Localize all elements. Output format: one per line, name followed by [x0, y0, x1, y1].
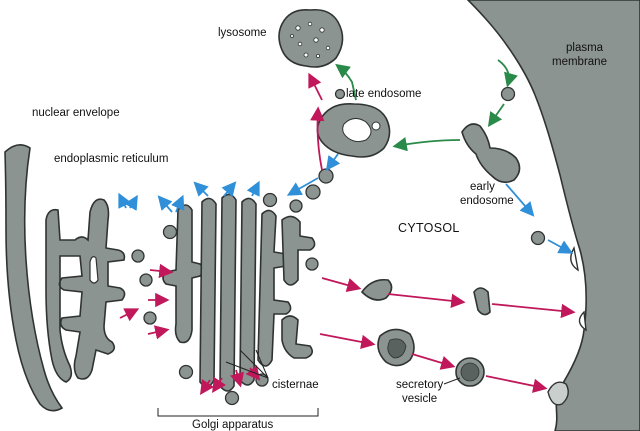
- label-golgi-apparatus: Golgi apparatus: [192, 419, 273, 431]
- nuclear-envelope-shape: [4, 144, 64, 412]
- label-early-endosome-line1: early: [470, 181, 495, 193]
- cisternae-leader: [225, 361, 269, 379]
- endocytic-arrows: [335, 59, 518, 152]
- label-cytosol: CYTOSOL: [398, 221, 460, 235]
- lysosome-shape: [278, 8, 344, 68]
- secretory-granule-core: [387, 338, 407, 359]
- secretory-vesicle-leader: [443, 377, 461, 385]
- er-lumen: [89, 256, 99, 284]
- exocytosis-site: [547, 381, 569, 406]
- label-nuclear-envelope: nuclear envelope: [32, 107, 120, 119]
- er-vesicle: [139, 273, 153, 287]
- cisternae-leader: [239, 349, 269, 379]
- er-vesicle: [131, 249, 145, 263]
- transport-vesicle: [360, 278, 393, 301]
- golgi-vesicle: [289, 199, 303, 213]
- transport-vesicle: [473, 287, 491, 316]
- label-secretory-vesicle-line2: vesicle: [402, 393, 437, 405]
- lysosome-contents: [290, 21, 331, 59]
- endoplasmic-reticulum-shape: [45, 198, 126, 383]
- golgi-stack: [162, 193, 316, 392]
- endocytic-vesicle: [500, 86, 516, 102]
- recycling-arrows: [118, 153, 574, 254]
- golgi-vesicle: [224, 390, 240, 406]
- golgi-vesicle: [178, 364, 194, 380]
- late-endosome-vesicle: [334, 88, 346, 100]
- label-plasma-membrane-line1: plasma: [566, 42, 604, 54]
- golgi-bracket: [157, 408, 319, 417]
- endocytic-vesicle: [530, 230, 546, 246]
- label-secretory-vesicle-line1: secretory: [396, 379, 444, 391]
- golgi-vesicle: [305, 184, 321, 200]
- golgi-vesicle: [262, 192, 278, 208]
- label-endoplasmic-reticulum: endoplasmic reticulum: [54, 153, 168, 165]
- er-vesicle: [143, 311, 157, 325]
- label-lysosome: lysosome: [218, 27, 267, 39]
- golgi-vesicle: [305, 257, 319, 271]
- plasma-membrane-dent: [570, 245, 579, 272]
- early-endosome-shape: [461, 123, 521, 184]
- plasma-membrane-dent: [578, 310, 587, 332]
- cisternae-leader: [255, 349, 269, 379]
- secretory-vesicle-core: [460, 362, 480, 382]
- label-late-endosome: late endosome: [346, 88, 421, 100]
- secretory-arrows: [119, 72, 576, 395]
- label-early-endosome-line2: endosome: [460, 195, 514, 207]
- golgi-vesicle: [162, 224, 178, 240]
- label-cisternae: cisternae: [272, 379, 319, 391]
- label-plasma-membrane-line2: membrane: [552, 56, 607, 68]
- late-endosome-vesicle: [371, 121, 381, 131]
- endosome-vesicle: [318, 168, 334, 184]
- late-endosome-lumen: [342, 118, 372, 143]
